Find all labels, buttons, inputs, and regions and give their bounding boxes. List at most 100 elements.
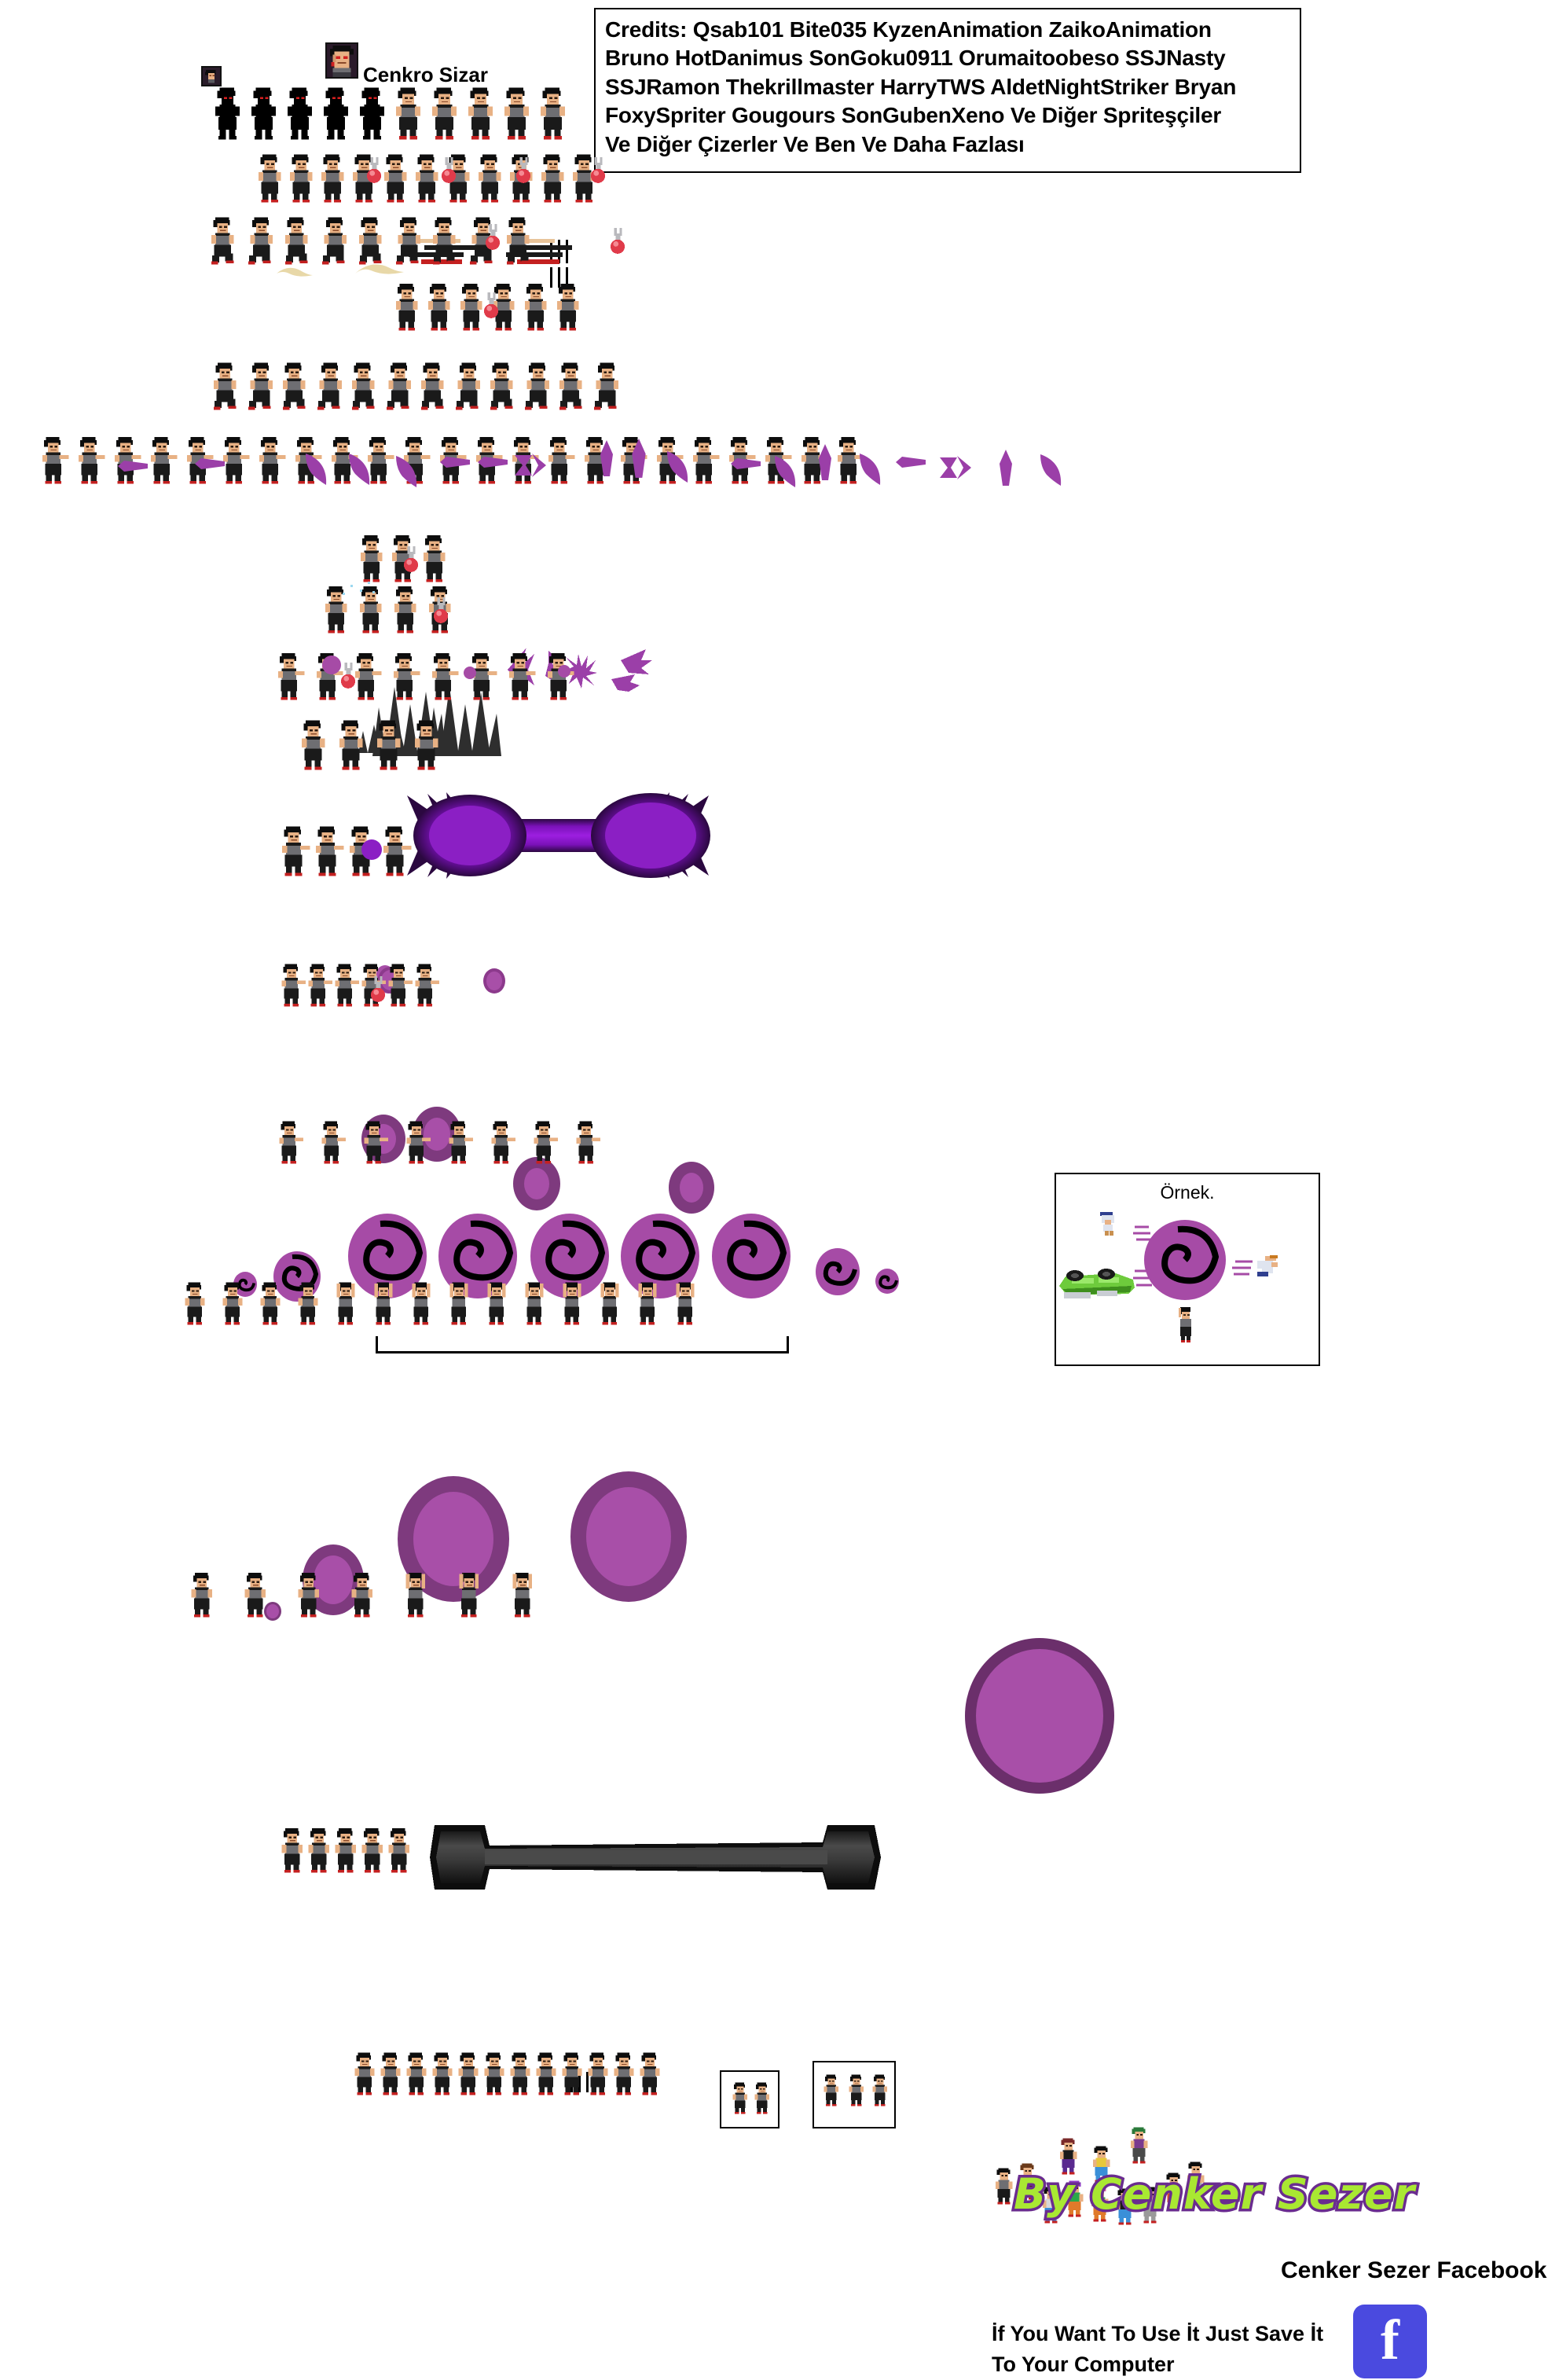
sprite-frame: [282, 216, 314, 267]
sprite-frame: [393, 216, 424, 267]
giant-orb-1: [264, 1602, 281, 1621]
energy-blade-effect: [478, 456, 509, 468]
example-fighter-right: [1257, 1255, 1278, 1276]
sprite-frame: [279, 1827, 308, 1875]
sprite-frame: [352, 2051, 380, 2097]
spiral-vortex-7: [712, 1214, 791, 1298]
energy-blade-effect: [303, 452, 329, 488]
palette-variant-sprite: [753, 2081, 773, 2116]
logo-mini-character: [1017, 2161, 1040, 2202]
logo-mini-character: [1040, 2185, 1064, 2226]
usage-note: İf You Want To Use İt Just Save İt To Yo…: [992, 2322, 1324, 2377]
palette-variant-sprite: [871, 2073, 891, 2108]
speed-tick-marks-row3b: [550, 267, 568, 288]
hit-sparkles: [339, 580, 377, 602]
sprite-frame: [429, 652, 460, 702]
sprite-frame: [75, 436, 106, 486]
sprite-frame: [554, 283, 585, 332]
sprite-frame: [501, 86, 535, 141]
giant-orb-5: [965, 1638, 1114, 1794]
orb-marker-icon: [369, 976, 387, 1003]
logo-mini-character: [993, 2166, 1017, 2207]
sprite-frame: [319, 216, 350, 267]
sprite-frame: [453, 362, 484, 413]
facebook-icon[interactable]: f: [1353, 2305, 1427, 2378]
sprite-frame: [393, 283, 424, 332]
credits-line-2: Bruno HotDanimus SonGoku0911 Orumaitoobe…: [605, 46, 1226, 71]
sprite-frame: [522, 1281, 549, 1327]
sprite-frame: [322, 586, 353, 635]
character-name-label: Cenkro Sizar: [363, 63, 488, 86]
energy-blade-effect: [629, 439, 649, 479]
spiral-vortex-6: [621, 1214, 699, 1298]
beam-charge-orb: [361, 839, 382, 860]
sprite-frame: [275, 652, 306, 702]
sprite-frame: [457, 283, 488, 332]
sprite-frame: [482, 2051, 509, 2097]
portrait-chip-character: [325, 42, 358, 79]
example-speedlines-right: [1232, 1260, 1253, 1276]
example-panel-title: Örnek.: [1160, 1182, 1215, 1203]
sprite-frame: [570, 153, 601, 204]
orb-marker-icon: [515, 157, 532, 184]
sprite-frame: [490, 283, 520, 332]
sprite-frame: [475, 153, 507, 204]
sprite-frame: [508, 2051, 535, 2097]
sprite-frame: [306, 963, 333, 1008]
energy-blade-effect: [1037, 453, 1064, 489]
sprite-frame: [522, 362, 553, 413]
sprite-frame: [148, 436, 178, 486]
sprite-frame: [465, 86, 499, 141]
sprite-frame: [211, 362, 242, 413]
energy-blade-effect: [515, 452, 546, 479]
sprite-frame: [352, 652, 383, 702]
sprite-frame: [212, 86, 246, 141]
sprite-frame: [430, 216, 461, 267]
credits-line-4: FoxySpriter Gougours SonGubenXeno Ve Diğ…: [605, 103, 1222, 128]
energy-blade-effect: [195, 457, 226, 470]
orb-marker-icon: [432, 597, 449, 624]
logo-mini-character: [1064, 2179, 1088, 2220]
sprite-frame: [581, 436, 612, 486]
sprite-frame: [611, 2051, 639, 2097]
energy-blade-effect: [346, 452, 372, 488]
sprite-frame: [313, 825, 345, 878]
sprite-frame: [242, 1572, 271, 1619]
purple-orb-small-4: [483, 968, 505, 994]
sprite-frame: [484, 1281, 512, 1327]
sprite-frame: [182, 1281, 210, 1327]
energy-blade-effect: [597, 440, 616, 478]
sprite-frame: [371, 1281, 398, 1327]
palette-compare-box-1: [720, 2070, 780, 2128]
sprite-frame: [361, 1120, 389, 1166]
sprite-frame: [545, 436, 576, 486]
sprite-frame: [365, 436, 395, 486]
example-spiral-vortex: [1144, 1220, 1226, 1300]
sprite-frame: [383, 362, 415, 413]
sprite-frame: [637, 2051, 665, 2097]
energy-blade-effect: [940, 454, 971, 481]
sprite-frame: [506, 652, 537, 702]
loop-bracket: [376, 1336, 789, 1353]
logo-mini-character: [1163, 2171, 1187, 2212]
logo-mini-character: [1128, 2125, 1152, 2166]
logo-mini-character: [1091, 2144, 1114, 2185]
example-speedlines-left: [1133, 1225, 1152, 1241]
credits-line-5: Ve Diğer Çizerler Ve Ben Ve Daha Fazlası: [605, 131, 1025, 156]
sprite-frame: [504, 216, 535, 267]
sprite-frame: [456, 1572, 485, 1619]
orb-marker-icon: [482, 292, 500, 319]
example-speedlines-car: [1133, 1269, 1152, 1287]
sprite-frame: [559, 2051, 587, 2097]
palette-variant-sprite: [847, 2073, 868, 2108]
orb-marker-icon: [402, 546, 420, 573]
logo-mini-character: [1089, 2184, 1113, 2224]
purple-orb-medium-4: [669, 1162, 714, 1214]
sprite-frame: [258, 1281, 285, 1327]
spiral-vortex-2: [273, 1251, 321, 1302]
sprite-frame: [556, 362, 588, 413]
sprite-frame: [284, 86, 318, 141]
sprite-frame: [456, 2051, 483, 2097]
example-caster-sprite: [1179, 1307, 1191, 1342]
